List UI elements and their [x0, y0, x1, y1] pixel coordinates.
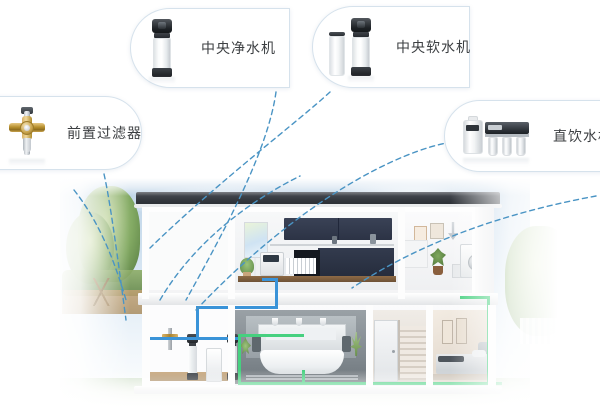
shelf-item — [370, 234, 376, 244]
brine-tank-icon — [329, 32, 345, 76]
prefilter-thumbnail — [9, 107, 45, 166]
callout-label-central-purifier: 中央净水机 — [201, 40, 276, 56]
door-knob-icon — [392, 350, 395, 353]
callout-label-prefilter: 前置过滤器 — [67, 125, 142, 141]
plant-pot — [433, 266, 443, 275]
reverse-osmosis-unit-icon — [463, 114, 529, 165]
ro-filter-cartridge-icon — [502, 137, 512, 156]
callout-label-central-softener: 中央软水机 — [396, 39, 471, 55]
cabinet-divider — [338, 218, 339, 240]
kitchen-shelf — [270, 244, 394, 246]
cold-water-branch-kitchen — [262, 278, 278, 281]
interior-wall — [228, 207, 235, 299]
interior-wall — [426, 305, 433, 387]
cold-water-riser-kitchen — [275, 280, 278, 308]
pressure-tank-label — [466, 125, 479, 131]
thumbnail-reflection — [149, 77, 175, 84]
floor-slab — [138, 293, 498, 305]
room-mechanical-upper — [148, 212, 232, 290]
interior-wall — [142, 305, 150, 387]
wall-sconce-icon — [342, 336, 351, 352]
interior-wall — [398, 207, 405, 299]
exterior-wall-left — [142, 207, 149, 299]
plant-icon — [240, 338, 251, 354]
brine-tank-lid — [329, 32, 345, 36]
picture-frame — [430, 223, 444, 239]
pendant-lamp-icon — [296, 318, 302, 326]
callout-prefilter[interactable]: 前置过滤器 — [0, 96, 142, 170]
callout-central-softener[interactable]: 中央软水机 — [312, 6, 470, 88]
ro-head-label — [488, 125, 502, 130]
ro-filter-cartridge-icon — [516, 137, 526, 156]
stair-railing — [398, 320, 400, 380]
ro-filter-cartridge-icon — [488, 137, 498, 156]
callout-central-purifier[interactable]: 中央净水机 — [130, 8, 290, 88]
tank-base — [152, 68, 172, 77]
scene-fade-bottom — [0, 370, 600, 410]
control-display-icon — [357, 21, 365, 28]
thumbnail-reflection — [9, 159, 45, 166]
filter-top-cap — [21, 107, 33, 114]
cold-water-pipe — [178, 337, 240, 340]
filter-bowl — [23, 138, 31, 152]
unit-neck — [189, 343, 196, 346]
appliance-screen — [263, 255, 279, 262]
control-display-icon — [158, 22, 166, 29]
house-structure — [134, 192, 502, 394]
water-softener-tank-icon — [348, 18, 374, 83]
water-purifier-tank-icon — [149, 19, 175, 84]
tank-body — [153, 38, 171, 70]
pendant-lamp-icon — [320, 318, 326, 326]
purified-water-riser — [238, 334, 241, 384]
tank-neck — [154, 33, 170, 38]
pre-filter-brass-cross — [162, 334, 178, 338]
callout-direct-drinking[interactable]: 直饮水机 — [444, 100, 600, 172]
ro-mounting-rail — [485, 134, 529, 137]
wall-sconce-icon — [252, 336, 261, 352]
cold-water-header — [196, 306, 278, 309]
thumbnail-reflection — [348, 76, 374, 83]
interior-wall — [228, 305, 235, 387]
direct-drinking-thumbnail — [463, 114, 529, 165]
tank-body — [352, 37, 370, 69]
brine-tank-body — [329, 36, 345, 76]
callout-label-direct-drinking: 直饮水机 — [553, 128, 600, 144]
central-purifier-thumbnail — [149, 19, 175, 84]
picture-frame — [414, 226, 427, 241]
tank-base — [351, 67, 371, 76]
purified-water-pipe — [238, 334, 304, 337]
pressure-gauge-icon — [24, 125, 30, 131]
pendant-lamp-icon — [272, 318, 278, 326]
central-softener-thumbnail — [329, 18, 374, 83]
shelf-item — [332, 236, 337, 244]
kitchen-base-cabinets — [318, 248, 394, 276]
house-cutaway-illustration — [0, 178, 600, 410]
kitchen-rack — [286, 258, 316, 274]
unit-body — [188, 346, 197, 374]
pre-filter-valve-icon — [9, 107, 45, 166]
thumbnail-reflection — [463, 158, 529, 165]
tank-neck — [353, 32, 369, 37]
cold-water-pipe — [142, 337, 190, 340]
plant-icon — [350, 332, 362, 356]
interior-wall — [366, 305, 373, 387]
cold-water-riser — [196, 308, 199, 338]
